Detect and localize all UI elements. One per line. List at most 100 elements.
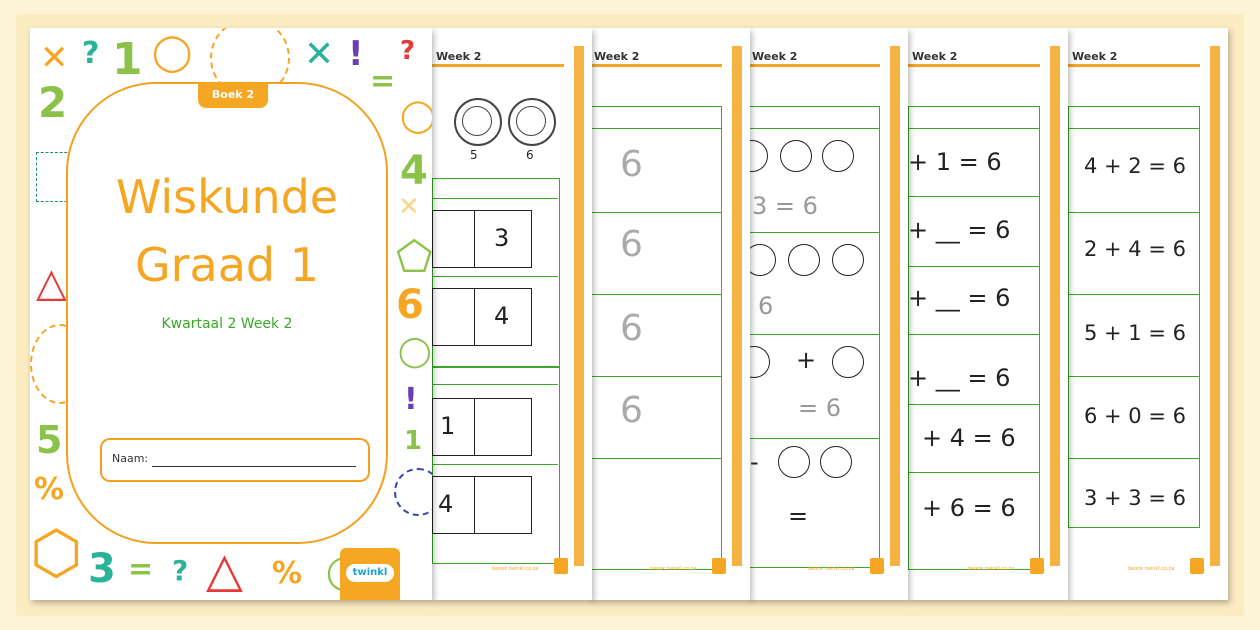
worksheet-header: Week 2 bbox=[1068, 50, 1218, 68]
twinkl-logo-text: twinkl bbox=[346, 564, 394, 582]
equation-row: + __ = 6 bbox=[908, 216, 1011, 244]
orange-side-strip bbox=[1050, 46, 1060, 566]
digit-2-icon: 2 bbox=[38, 78, 68, 127]
orange-side-strip bbox=[574, 46, 584, 566]
equation-row: 3 = 6 bbox=[752, 192, 818, 220]
digit-3-icon: 3 bbox=[88, 546, 116, 592]
triangle-icon: △ bbox=[36, 260, 67, 306]
trace-digit: 6 bbox=[620, 390, 643, 431]
worksheet-page-2: Week 2 6 6 6 6 beook.twinkl.co.za bbox=[590, 28, 750, 600]
number-bond-group bbox=[432, 178, 560, 368]
twinkl-mini-logo bbox=[554, 558, 568, 574]
footer-url: beook.twinkl.co.za bbox=[808, 566, 855, 572]
apple-icon bbox=[822, 140, 854, 172]
apple-icon bbox=[832, 244, 864, 276]
plus-sign: + bbox=[796, 346, 817, 374]
twinkl-mini-logo bbox=[1190, 558, 1204, 574]
cover-page: ✕ ? 1 ◯ ✕ ! ? 2 = ◯ 4 ✕ △ ⬠ 6 ◯ ! 5 1 % … bbox=[30, 28, 432, 600]
equation-row: 2 + 4 = 6 bbox=[1084, 237, 1186, 261]
number-box bbox=[432, 288, 476, 346]
button-icon bbox=[454, 98, 502, 146]
book-tag: Boek 2 bbox=[198, 82, 268, 108]
digit-1-icon: 1 bbox=[404, 426, 423, 456]
answer-grid bbox=[908, 106, 1040, 570]
footer-url: beook.twinkl.co.za bbox=[492, 566, 539, 572]
exclamation-icon: ! bbox=[404, 382, 418, 417]
multiply-icon: ✕ bbox=[398, 192, 420, 222]
equation-row: 5 + 1 = 6 bbox=[1084, 321, 1186, 345]
cover-title-line2: Graad 1 bbox=[134, 238, 320, 292]
equation-row: 6 bbox=[758, 292, 774, 320]
answer-grid bbox=[1068, 106, 1200, 528]
button-number-label: 5 bbox=[470, 148, 478, 162]
name-field[interactable]: Naam: bbox=[100, 438, 370, 482]
number-box bbox=[432, 398, 476, 456]
week-label: Week 2 bbox=[912, 50, 958, 63]
twinkl-logo: twinkl bbox=[340, 548, 400, 600]
equation-row: + 4 = 6 bbox=[922, 424, 1016, 452]
twinkl-mini-logo bbox=[1030, 558, 1044, 574]
number-box bbox=[474, 288, 532, 346]
cover-title-line1: Wiskunde bbox=[115, 170, 339, 224]
hexagon-icon: ⬡ bbox=[30, 518, 83, 588]
equals-sign: = bbox=[788, 502, 809, 530]
button-number-label: 6 bbox=[526, 148, 534, 162]
number-bond-group bbox=[432, 366, 560, 564]
worksheet-header: Week 2 bbox=[908, 50, 1058, 68]
apple-icon bbox=[778, 446, 810, 478]
number-box bbox=[474, 398, 532, 456]
percent-icon: % bbox=[34, 472, 65, 507]
footer-url: beook.twinkl.co.za bbox=[968, 566, 1015, 572]
question-mark-icon: ? bbox=[400, 36, 416, 66]
trace-digit: 6 bbox=[620, 308, 643, 349]
number-box bbox=[432, 476, 476, 534]
worksheet-page-3: Week 2 3 = 6 6 + = 6 - = beook.twinkl.co… bbox=[748, 28, 908, 600]
equals-icon: = bbox=[370, 64, 396, 99]
question-mark-icon: ? bbox=[82, 36, 100, 71]
multiply-icon: ✕ bbox=[304, 34, 335, 75]
trace-digit: 6 bbox=[620, 224, 643, 265]
twinkl-mini-logo bbox=[712, 558, 726, 574]
box-number: 3 bbox=[494, 224, 510, 252]
question-mark-icon: ? bbox=[172, 554, 189, 587]
minus-sign: - bbox=[750, 448, 759, 476]
worksheet-page-1: Week 2 5 6 3 4 1 4 beook.twinkl.co.za bbox=[432, 28, 592, 600]
number-box bbox=[432, 210, 476, 268]
box-number: 4 bbox=[494, 302, 510, 330]
number-box bbox=[474, 210, 532, 268]
exclamation-icon: ! bbox=[348, 34, 364, 74]
name-label: Naam: bbox=[112, 452, 149, 465]
worksheet-header: Week 2 bbox=[590, 50, 740, 68]
apple-icon bbox=[748, 244, 776, 276]
equation-row: = 6 bbox=[798, 394, 842, 422]
answer-grid bbox=[748, 106, 880, 568]
apple-icon: ◯ bbox=[152, 32, 193, 73]
equation-row: + 1 = 6 bbox=[908, 148, 1002, 176]
button-icon bbox=[508, 98, 556, 146]
digit-6-icon: 6 bbox=[396, 282, 424, 328]
apple-icon bbox=[832, 346, 864, 378]
triangle-icon: △ bbox=[206, 542, 243, 598]
name-writing-line bbox=[152, 466, 356, 467]
trace-digit: 6 bbox=[620, 144, 643, 185]
footer-url: beook.twinkl.co.za bbox=[1128, 566, 1175, 572]
box-number: 1 bbox=[440, 412, 456, 440]
cover-subtitle: Kwartaal 2 Week 2 bbox=[161, 316, 293, 332]
week-label: Week 2 bbox=[436, 50, 482, 63]
equation-row: + __ = 6 bbox=[908, 284, 1011, 312]
pentagon-icon: ⬠ bbox=[396, 232, 432, 281]
equation-row: + __ = 6 bbox=[908, 364, 1011, 392]
apple-icon: ◯ bbox=[398, 334, 432, 369]
worksheet-header: Week 2 bbox=[432, 50, 582, 68]
number-box bbox=[474, 476, 532, 534]
worksheet-page-4: Week 2 + 1 = 6 + __ = 6 + __ = 6 + __ = … bbox=[908, 28, 1068, 600]
worksheet-page-5: Week 2 4 + 2 = 6 2 + 4 = 6 5 + 1 = 6 6 +… bbox=[1068, 28, 1228, 600]
title-card: Boek 2 Wiskunde Graad 1 Kwartaal 2 Week … bbox=[66, 82, 388, 544]
multiply-icon: ✕ bbox=[40, 38, 69, 78]
percent-icon: % bbox=[272, 556, 303, 591]
week-label: Week 2 bbox=[1072, 50, 1118, 63]
answer-grid bbox=[590, 106, 722, 570]
equation-row: 3 + 3 = 6 bbox=[1084, 486, 1186, 510]
apple-icon bbox=[820, 446, 852, 478]
orange-side-strip bbox=[890, 46, 900, 566]
